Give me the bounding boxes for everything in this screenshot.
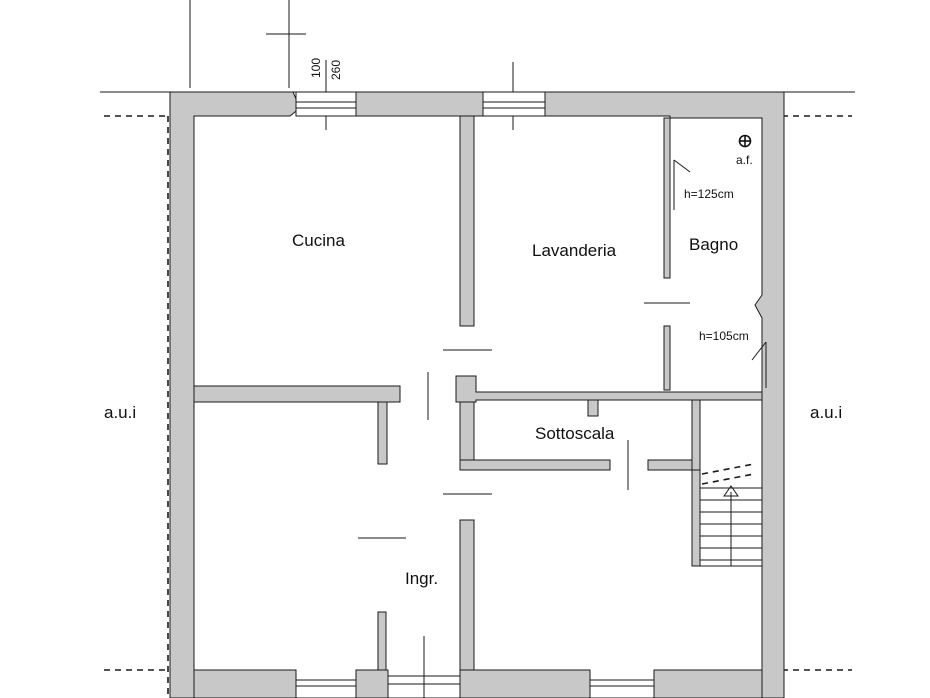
boundary-dashed-lines [104,115,852,698]
room-label-bagno: Bagno [689,235,738,254]
interior-walls [193,115,763,671]
dimension-label-100: 100 [309,58,323,78]
aui-label-right: a.u.i [810,403,842,422]
door-lines [358,159,767,539]
height-label-125: h=125cm [684,187,734,201]
dimension-label-260: 260 [329,60,343,80]
af-label: a.f. [736,153,753,167]
aui-label-left: a.u.i [104,403,136,422]
room-label-lavanderia: Lavanderia [532,241,617,260]
staircase [700,463,762,567]
room-label-cucina: Cucina [292,231,345,250]
room-label-ingresso: Ingr. [405,569,438,588]
room-label-sottoscala: Sottoscala [535,424,615,443]
height-label-105: h=105cm [699,329,749,343]
windows [295,91,655,698]
af-symbol [738,134,752,148]
